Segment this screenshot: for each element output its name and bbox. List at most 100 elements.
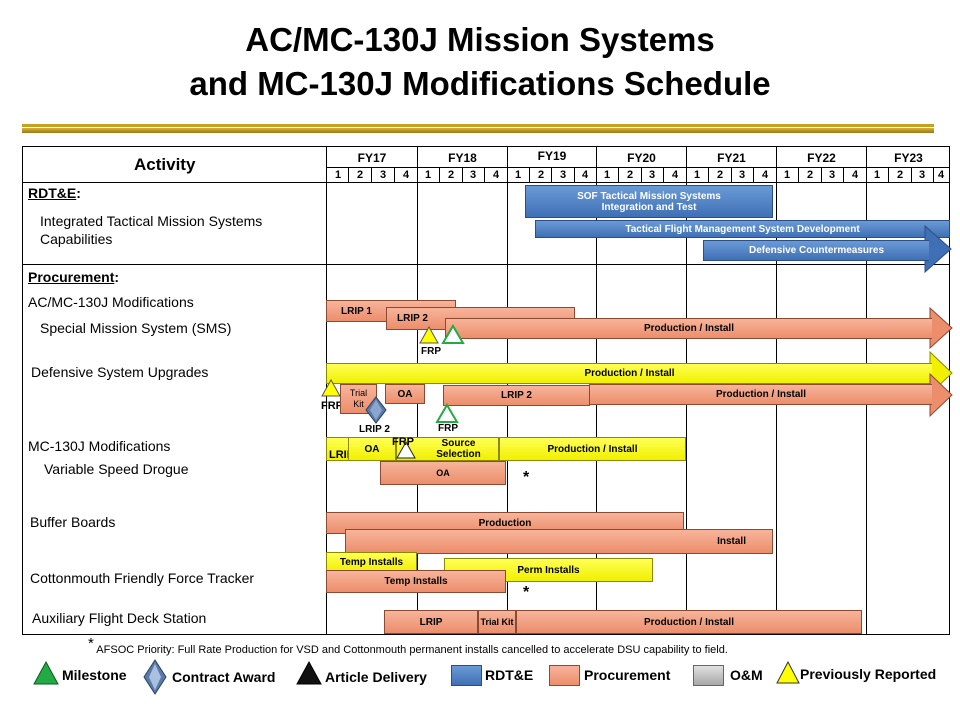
milestone-icon [33, 660, 59, 685]
quarter-label: 2 [356, 169, 364, 181]
quarter-label: 4 [492, 169, 500, 181]
legend-rdte: RDT&E [485, 667, 534, 683]
contract-award-icon [143, 659, 167, 695]
bar-prod-afds: Production / Install [516, 610, 862, 634]
quarter-label: 2 [447, 169, 455, 181]
row-label-dsu: Defensive System Upgrades [31, 364, 209, 380]
frp-vsd-marker [396, 440, 416, 459]
bar-tfmsd: Tactical Flight Management System Develo… [535, 220, 950, 238]
quarter-label: 3 [918, 169, 926, 181]
row-label-mc-mods: MC-130J Modifications [28, 438, 171, 454]
legend-article-delivery: Article Delivery [325, 669, 427, 685]
footnote: * AFSOC Priority: Full Rate Production f… [88, 635, 728, 657]
quarter-label: 4 [851, 169, 859, 181]
quarter-separator [888, 167, 889, 182]
bar-sof-tms-line-2: Integration and Test [601, 201, 697, 213]
bar-source-line-1: Source [441, 438, 476, 449]
milestone-frp-dsu2-marker [435, 403, 459, 423]
quarter-separator [348, 167, 349, 182]
article-delivery-icon [296, 660, 322, 685]
bar-install-buffer-label: Install [717, 536, 746, 547]
quarter-label: 4 [671, 169, 679, 181]
page-title-line-2: and MC-130J Modifications Schedule [189, 65, 771, 102]
frp-dsu-marker [321, 378, 341, 397]
procurement-section-label: Procurement: [28, 269, 119, 285]
row-label-afds: Auxiliary Flight Deck Station [32, 610, 207, 626]
arrow-head-dsu-o [929, 372, 953, 418]
quarter-separator [753, 167, 754, 182]
bar-trial-kit-line-1: Trial [349, 388, 368, 398]
quarter-label: 2 [537, 169, 545, 181]
quarter-separator [371, 167, 372, 182]
fy-label: FY20 [627, 151, 656, 165]
quarter-label: 1 [424, 169, 432, 181]
quarter-separator [529, 167, 530, 182]
row-label-vsd: Variable Speed Drogue [44, 461, 189, 477]
bar-prod-vsd: Production / Install [499, 437, 686, 461]
bar-oa-vsd-yellow: OA [348, 437, 396, 461]
page-title-line-1: AC/MC-130J Mission Systems [245, 21, 715, 58]
vsd-star-marker: * [523, 469, 530, 486]
quarter-separator [551, 167, 552, 182]
quarter-label: 3 [738, 169, 746, 181]
bar-lrip-vsd-label: LRIP [329, 449, 355, 461]
bar-trial-kit: Trial Kit [340, 384, 377, 414]
procurement-section-title: Procurement [28, 269, 115, 285]
bar-lrip2-dsu: LRIP 2 [443, 385, 590, 406]
row-label-cffft: Cottonmouth Friendly Force Tracker [30, 570, 255, 586]
bar-sof-tms: SOF Tactical Mission Systems Integration… [525, 185, 773, 218]
frp-vsd-label: FRP [392, 436, 414, 448]
legend-contract-award: Contract Award [172, 669, 276, 685]
quarter-label: 1 [334, 169, 342, 181]
schedule-grid [22, 146, 950, 635]
activity-header: Activity [134, 155, 196, 174]
quarter-label: 2 [806, 169, 814, 181]
bar-oa-vsd-orange: OA [380, 461, 506, 485]
bar-trial-kit-afds: Trial Kit [478, 610, 516, 634]
quarter-separator [574, 167, 575, 182]
quarter-label: 3 [469, 169, 477, 181]
legend-procurement: Procurement [584, 667, 671, 683]
quarter-label: 3 [379, 169, 387, 181]
fy-label: FY17 [357, 151, 387, 165]
row-label-buffer: Buffer Boards [30, 514, 116, 530]
quarter-separator [798, 167, 799, 182]
legend-om: O&M [730, 667, 763, 683]
quarter-separator [618, 167, 619, 182]
bar-trial-kit-line-2: Kit [353, 399, 364, 409]
quarter-label: 3 [828, 169, 836, 181]
procurement-section-colon: : [114, 269, 120, 285]
bar-prod-sms: Production / Install [445, 318, 932, 339]
frp-dsu-label: FRP [321, 400, 343, 412]
previously-reported-icon [776, 660, 800, 684]
quarter-separator [731, 167, 732, 182]
om-swatch [693, 665, 724, 686]
bar-install-buffer: Install [345, 529, 773, 554]
header-divider-2 [22, 182, 950, 183]
quarter-separator [843, 167, 844, 182]
quarter-label: 2 [626, 169, 634, 181]
quarter-separator [821, 167, 822, 182]
header-divider-1 [326, 167, 950, 168]
row-label-sms: Special Mission System (SMS) [40, 320, 232, 336]
frp-sms-marker [419, 325, 439, 344]
footnote-text: AFSOC Priority: Full Rate Production for… [96, 644, 728, 656]
rdte-section-colon: : [76, 185, 81, 201]
bar-lrip-vsd: LRIP [326, 437, 354, 461]
fy-label: FY23 [894, 151, 923, 165]
footnote-star: * [88, 635, 94, 652]
fy-label: FY21 [717, 151, 746, 165]
quarter-label: 1 [514, 169, 522, 181]
rdte-section-label: RDT&E: [28, 185, 81, 201]
milestone-sms-marker [441, 324, 465, 344]
rdte-section-title: RDT&E [28, 185, 77, 201]
quarter-label: 3 [648, 169, 656, 181]
rdte-swatch [451, 665, 482, 686]
quarter-label: 1 [873, 169, 881, 181]
row-label-itmsc: Integrated Tactical Mission Systems [40, 213, 263, 229]
quarter-separator [439, 167, 440, 182]
section-divider [22, 264, 950, 265]
fy-label: FY22 [807, 151, 836, 165]
fy-label: FY18 [448, 151, 477, 165]
quarter-label: 4 [761, 169, 769, 181]
